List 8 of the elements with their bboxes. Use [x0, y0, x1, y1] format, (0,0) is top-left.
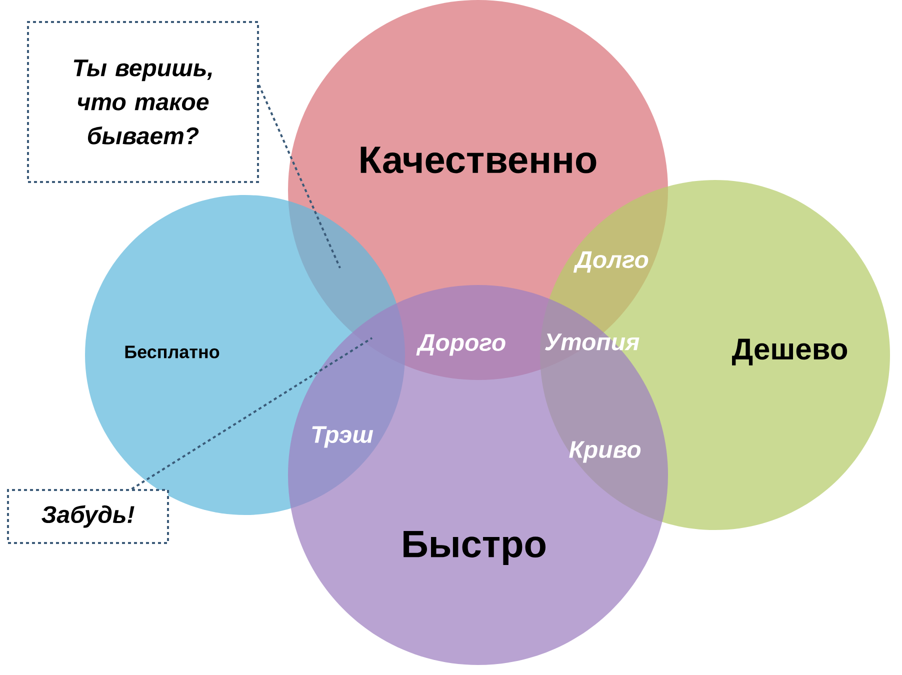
- callout-box: Ты веришь, что такое бывает?: [27, 21, 259, 183]
- leader-line: [131, 337, 373, 490]
- region-label: Долго: [573, 251, 648, 273]
- region-label: Криво: [569, 441, 641, 463]
- region-label: Трэш: [312, 426, 374, 448]
- leader-line: [258, 84, 341, 268]
- callout-box: Забудь!: [7, 489, 169, 544]
- region-label: Дорого: [416, 334, 506, 356]
